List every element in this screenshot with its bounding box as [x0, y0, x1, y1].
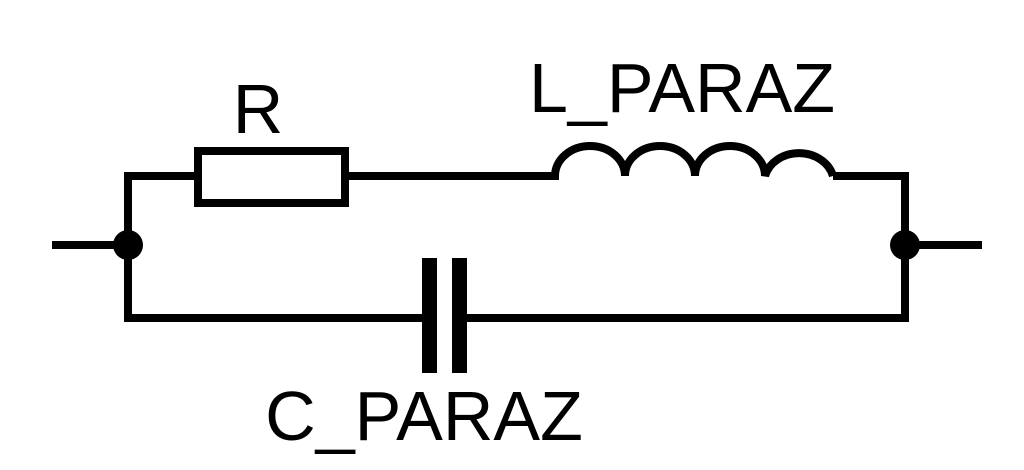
capacitor-plate-left: [422, 258, 437, 373]
resistor-body: [194, 147, 349, 207]
capacitor-label: C_PARAZ: [265, 377, 583, 455]
right-junction-dot: [890, 230, 920, 260]
left-junction-dot: [113, 230, 143, 260]
resistor-label: R: [233, 70, 284, 148]
inductor-label: L_PARAZ: [529, 49, 835, 127]
inductor-coil: [548, 142, 837, 180]
capacitor-plate-right: [452, 258, 467, 373]
